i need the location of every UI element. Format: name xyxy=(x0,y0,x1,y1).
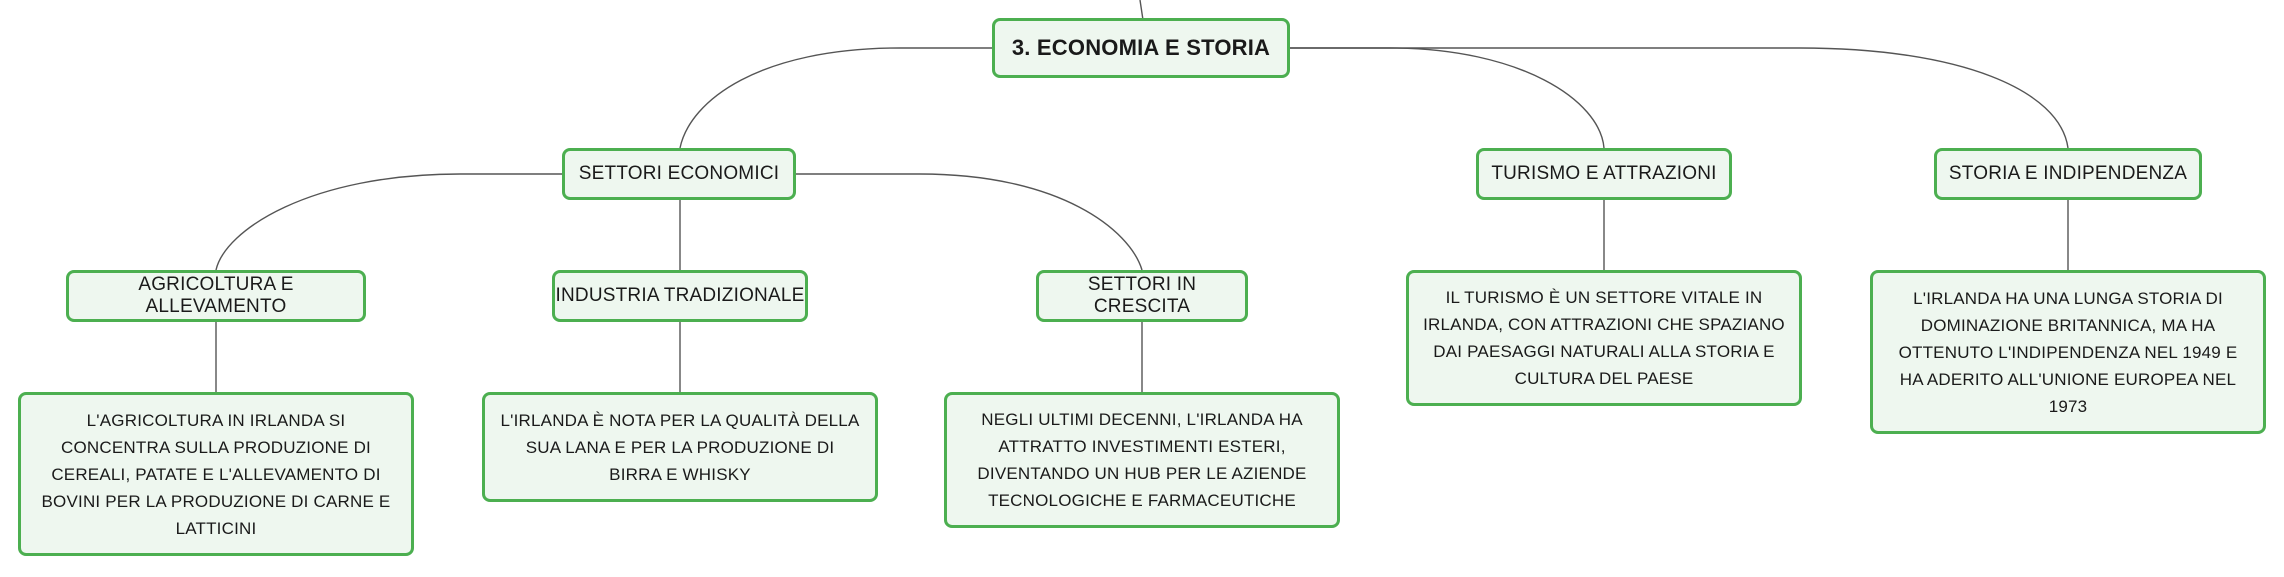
node-agricoltura-allevamento-label: AGRICOLTURA E ALLEVAMENTO xyxy=(138,274,294,317)
connector-settori-crescita xyxy=(796,173,1143,271)
connector-settori-agricoltura xyxy=(215,173,562,271)
detail-agricoltura-text: L'AGRICOLTURA IN IRLANDA SI CONCENTRA SU… xyxy=(41,410,391,538)
node-agricoltura-allevamento[interactable]: AGRICOLTURA E ALLEVAMENTO xyxy=(66,270,366,322)
node-settori-economici[interactable]: SETTORI ECONOMICI xyxy=(562,148,796,200)
node-turismo-attrazioni[interactable]: TURISMO E ATTRAZIONI xyxy=(1476,148,1732,200)
node-industria-tradizionale[interactable]: INDUSTRIA TRADIZIONALE xyxy=(552,270,808,322)
detail-settori-crescita-text: NEGLI ULTIMI DECENNI, L'IRLANDA HA ATTRA… xyxy=(977,410,1307,510)
node-settori-crescita[interactable]: SETTORI IN CRESCITA xyxy=(1036,270,1248,322)
detail-industria[interactable]: L'IRLANDA È NOTA PER LA QUALITÀ DELLA SU… xyxy=(482,392,878,502)
connector-root-up xyxy=(1139,0,1144,21)
detail-turismo-text: IL TURISMO È UN SETTORE VITALE IN IRLAND… xyxy=(1423,288,1785,388)
detail-industria-text: L'IRLANDA È NOTA PER LA QUALITÀ DELLA SU… xyxy=(500,410,860,484)
connector-root-storia xyxy=(1290,47,2069,149)
connector-root-settori xyxy=(679,47,992,149)
detail-turismo[interactable]: IL TURISMO È UN SETTORE VITALE IN IRLAND… xyxy=(1406,270,1802,406)
node-storia-indipendenza[interactable]: STORIA E INDIPENDENZA xyxy=(1934,148,2202,200)
node-storia-indipendenza-label: STORIA E INDIPENDENZA xyxy=(1948,163,2188,184)
root-label: 3. ECONOMIA E STORIA xyxy=(1011,35,1271,60)
node-settori-crescita-label: SETTORI IN CRESCITA xyxy=(1087,274,1197,317)
node-industria-tradizionale-label: INDUSTRIA TRADIZIONALE xyxy=(555,285,805,306)
node-turismo-attrazioni-label: TURISMO E ATTRAZIONI xyxy=(1491,163,1717,184)
detail-settori-crescita[interactable]: NEGLI ULTIMI DECENNI, L'IRLANDA HA ATTRA… xyxy=(944,392,1340,528)
node-settori-economici-label: SETTORI ECONOMICI xyxy=(578,163,780,184)
connector-root-turismo xyxy=(1290,47,1605,149)
detail-agricoltura[interactable]: L'AGRICOLTURA IN IRLANDA SI CONCENTRA SU… xyxy=(18,392,414,556)
detail-storia-text: L'IRLANDA HA UNA LUNGA STORIA DI DOMINAZ… xyxy=(1898,288,2238,416)
detail-storia[interactable]: L'IRLANDA HA UNA LUNGA STORIA DI DOMINAZ… xyxy=(1870,270,2266,434)
root-node[interactable]: 3. ECONOMIA E STORIA xyxy=(992,18,1290,78)
